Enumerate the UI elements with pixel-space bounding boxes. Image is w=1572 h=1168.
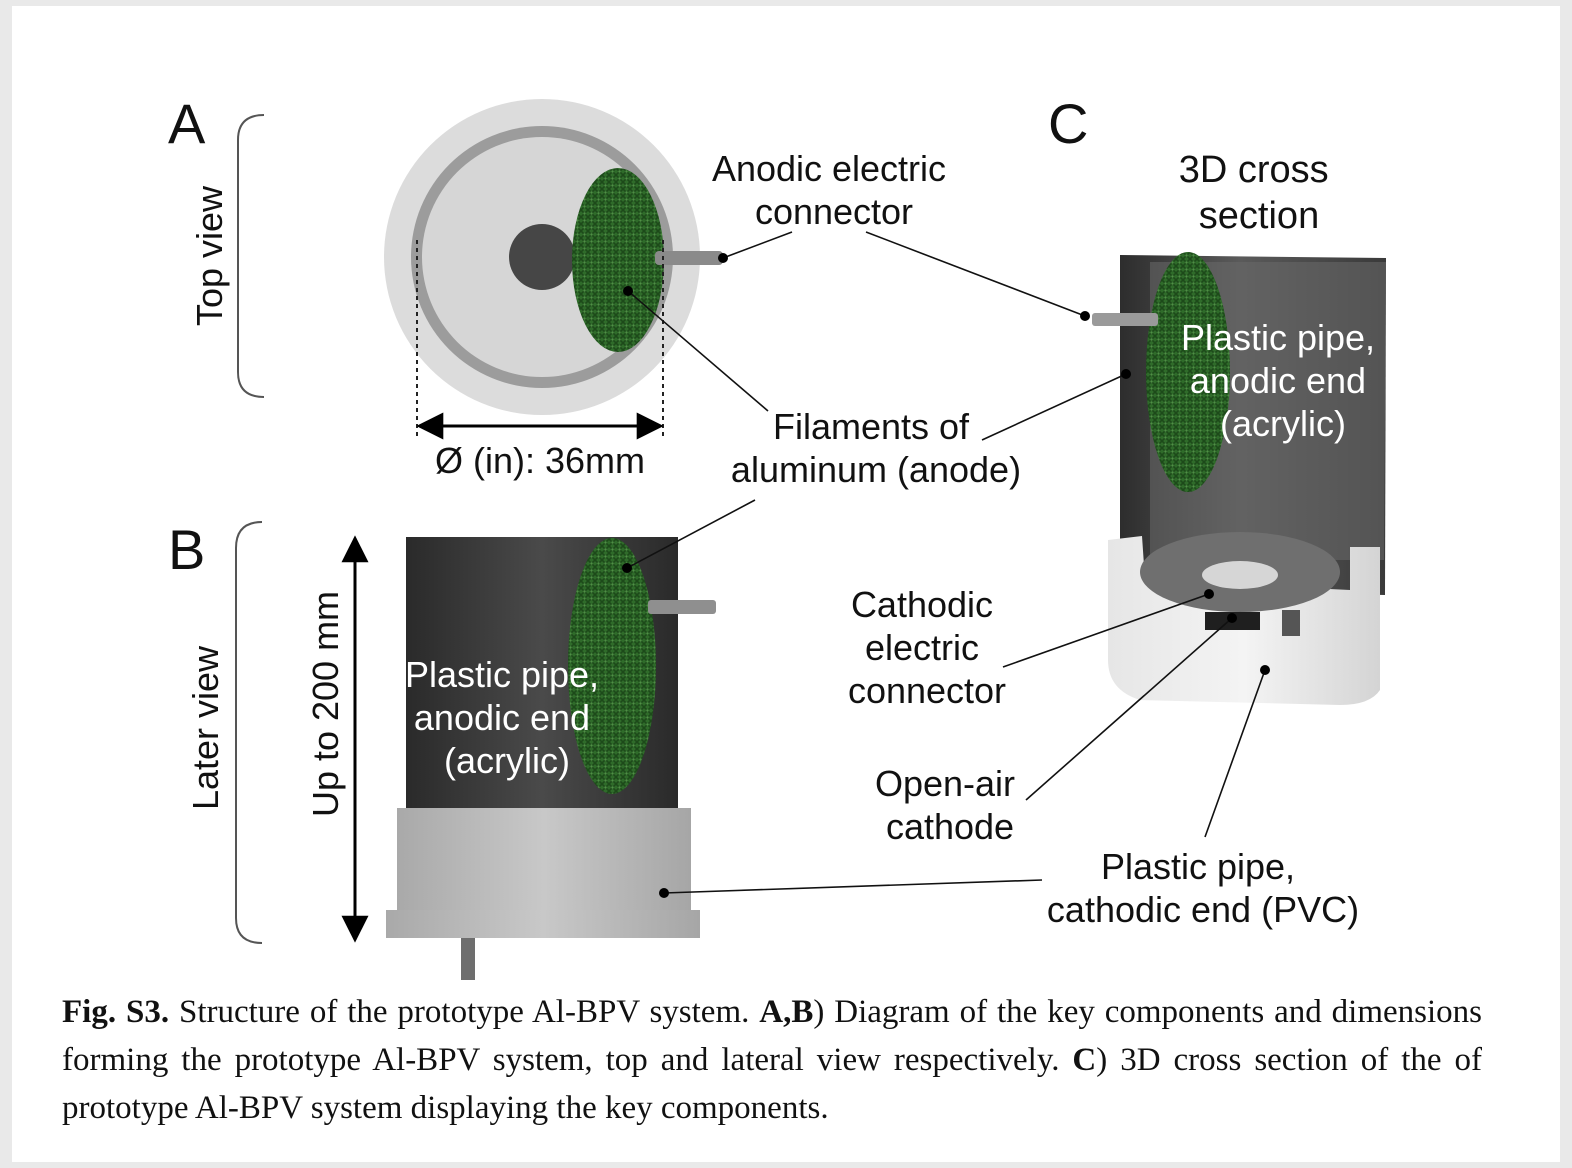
open-air-cathode-label: Open-air cathode — [875, 763, 1025, 847]
cross-section-drawing — [1092, 252, 1386, 705]
panel-letter-a: A — [168, 92, 206, 155]
cathodic-connector-label: Cathodic electric connector — [848, 584, 1006, 711]
plastic-anodic-label-c: Plastic pipe, anodic end (acrylic) — [1181, 317, 1385, 444]
top-view-brace — [237, 114, 265, 398]
caption-part3: ) 3D cross section of the of prototype A… — [62, 1042, 1482, 1126]
diameter-label: Ø (in): 36mm — [435, 440, 645, 481]
figure-caption: Fig. S3. Structure of the prototype Al-B… — [62, 988, 1482, 1132]
filaments-label: Filaments of aluminum (anode) — [731, 406, 1021, 490]
cross-section-title: 3D cross section — [1179, 149, 1339, 237]
height-dimension-label: Up to 200 mm — [305, 591, 346, 817]
leader-dots — [622, 253, 1270, 898]
panel-letter-c: C — [1048, 92, 1088, 155]
caption-fig-label: Fig. S3. — [62, 994, 170, 1030]
top-view-label: Top view — [189, 185, 230, 326]
plastic-cathodic-label: Plastic pipe, cathodic end (PVC) — [1047, 846, 1359, 930]
later-view-brace — [235, 521, 263, 944]
later-view-label: Later view — [185, 645, 226, 810]
caption-part2: ) Diagram of the key components and dime… — [62, 994, 1482, 1078]
panel-letter-b: B — [168, 518, 205, 581]
plastic-anodic-label-b: Plastic pipe, anodic end (acrylic) — [405, 654, 609, 781]
caption-bold-c: C — [1072, 1042, 1097, 1078]
lateral-view-drawing — [386, 537, 716, 980]
anodic-connector-label: Anodic electric connector — [712, 148, 956, 232]
leader-lines — [626, 231, 1266, 894]
caption-part1: Structure of the prototype Al-BPV system… — [169, 994, 760, 1030]
top-view-drawing — [384, 99, 723, 415]
caption-bold-ab: A,B — [759, 994, 814, 1030]
